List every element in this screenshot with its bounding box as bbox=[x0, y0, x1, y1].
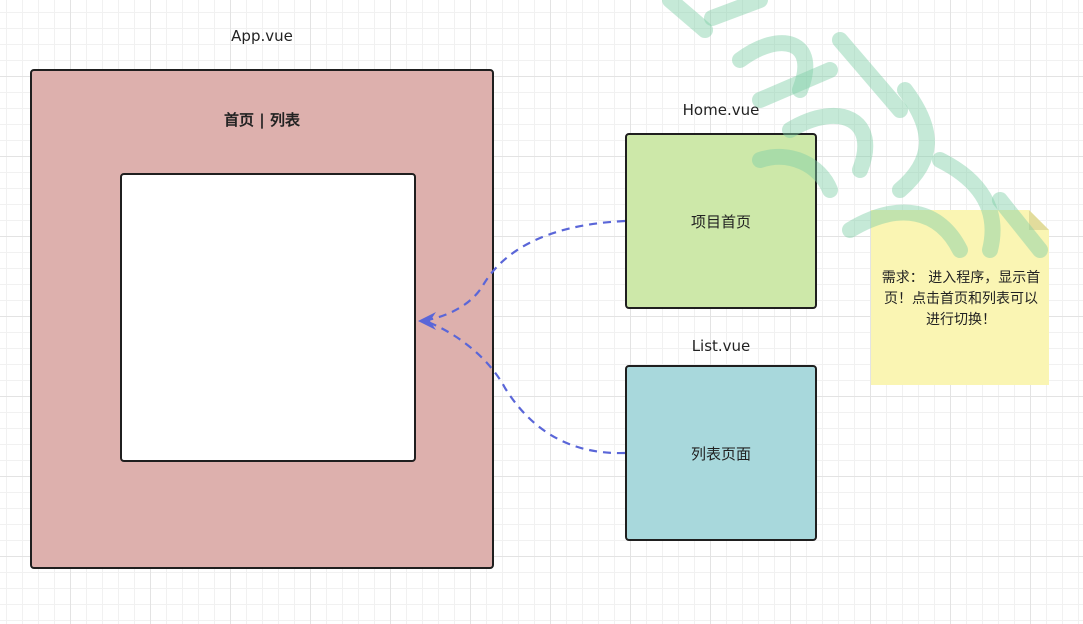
app-vue-title: App.vue bbox=[231, 27, 293, 45]
router-view-area bbox=[120, 173, 416, 462]
requirement-note-text: 需求： 进入程序，显示首页！点击首页和列表可以进行切换！ bbox=[881, 270, 1041, 328]
home-vue-box: 项目首页 bbox=[625, 133, 817, 309]
list-vue-box: 列表页面 bbox=[625, 365, 817, 541]
home-vue-content: 项目首页 bbox=[690, 212, 751, 231]
list-vue-content: 列表页面 bbox=[690, 444, 751, 463]
list-to-router-view-arrow bbox=[427, 320, 626, 455]
app-nav-links: 首页 | 列表 bbox=[224, 111, 300, 129]
requirement-note: 需求： 进入程序，显示首页！点击首页和列表可以进行切换！ bbox=[871, 210, 1049, 385]
home-to-router-view-arrow bbox=[427, 219, 626, 322]
list-vue-title: List.vue bbox=[691, 337, 751, 355]
home-vue-title: Home.vue bbox=[682, 101, 760, 119]
arrowhead-icon bbox=[418, 312, 436, 330]
